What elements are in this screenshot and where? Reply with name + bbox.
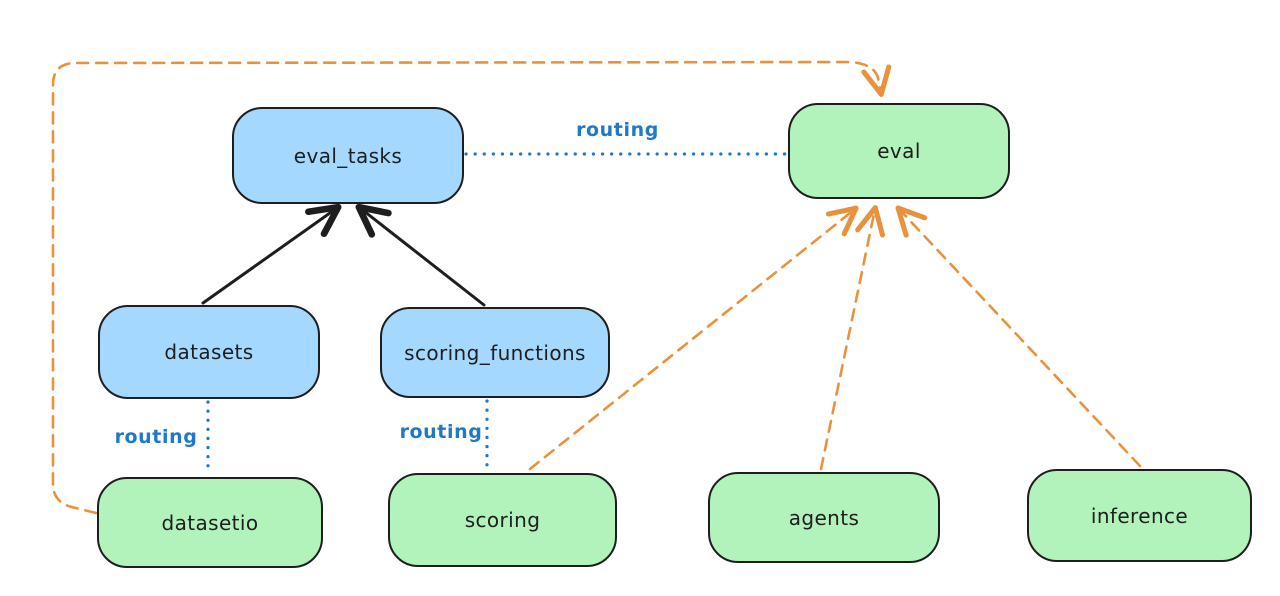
edge-scoringfunctions-evaltasks-black-arrow bbox=[355, 203, 486, 307]
node-scoring-functions-label: scoring_functions bbox=[404, 340, 586, 365]
node-datasets: datasets bbox=[98, 305, 320, 399]
edge-label-routing-top: routing bbox=[576, 119, 659, 141]
node-inference: inference bbox=[1027, 469, 1252, 562]
node-scoring: scoring bbox=[388, 473, 617, 567]
node-eval-label: eval bbox=[877, 139, 921, 163]
node-datasetio-label: datasetio bbox=[161, 510, 259, 535]
node-eval-tasks: eval_tasks bbox=[232, 107, 464, 204]
node-agents: agents bbox=[708, 472, 940, 563]
node-eval: eval bbox=[788, 103, 1010, 199]
node-datasets-label: datasets bbox=[164, 340, 254, 364]
node-scoring-functions: scoring_functions bbox=[380, 307, 610, 398]
node-scoring-label: scoring bbox=[464, 508, 541, 532]
edge-label-routing-scoring: routing bbox=[399, 421, 483, 443]
node-agents-label: agents bbox=[788, 505, 860, 530]
edge-datasetio-eval-orange-dashed bbox=[51, 60, 892, 515]
node-eval-tasks-label: eval_tasks bbox=[293, 143, 403, 168]
edge-scoring-eval-orange-dashed bbox=[528, 205, 859, 471]
node-datasetio: datasetio bbox=[97, 477, 323, 568]
edge-datasets-evaltasks-black-arrow bbox=[201, 203, 342, 305]
edge-agents-eval-orange-dashed bbox=[819, 205, 886, 471]
edge-inference-eval-orange-dashed bbox=[895, 205, 1142, 468]
edge-label-routing-datasetio: routing bbox=[114, 426, 198, 448]
node-inference-label: inference bbox=[1090, 503, 1189, 528]
